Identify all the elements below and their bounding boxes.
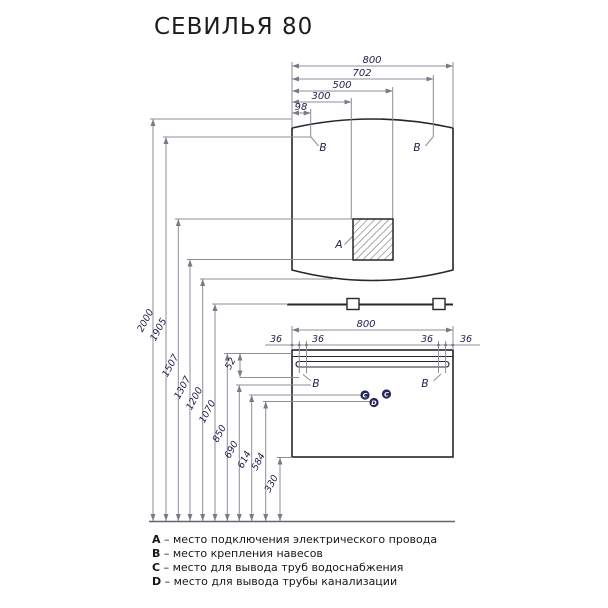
marker-c-right-label: C xyxy=(384,390,389,398)
mirror-outline xyxy=(291,118,454,282)
dim-36-3: 36 xyxy=(421,334,433,345)
dimension-lines xyxy=(150,62,480,521)
marker-b-mirror-right: B xyxy=(413,142,420,154)
legend-key-b: B xyxy=(152,547,161,560)
dim-36-1: 36 xyxy=(270,334,282,345)
marker-c-left-label: C xyxy=(363,391,368,399)
dim-36-2: 36 xyxy=(312,334,324,345)
legend-text-b: – место крепления навесов xyxy=(163,547,323,560)
dim-300: 300 xyxy=(311,91,330,102)
rail-bracket-left xyxy=(346,297,360,311)
legend-item-d: D – место для вывода трубы канализации xyxy=(152,575,437,589)
electrical-zone-hatch xyxy=(352,218,394,261)
dim-850: 850 xyxy=(211,423,229,444)
water-supply-marker-right xyxy=(381,389,392,399)
legend-text-c: – место для вывода труб водоснабжения xyxy=(163,561,404,574)
height-labels: 2000 1905 1507 1307 1200 1070 850 690 61… xyxy=(135,308,281,495)
pipe-markers: C D C xyxy=(360,389,392,408)
legend-item-b: B – место крепления навесов xyxy=(152,547,437,561)
legend-text-a: – место подключения электрического прово… xyxy=(164,533,438,546)
legend-item-a: A – место подключения электрического про… xyxy=(152,533,437,547)
marker-b-cabinet-right: B xyxy=(421,378,428,390)
dim-702: 702 xyxy=(352,68,371,79)
legend-key-a: A xyxy=(152,533,161,546)
point-marker-labels: A B B B B xyxy=(312,142,428,390)
legend-key-c: C xyxy=(152,561,161,574)
cabinet-dim-labels: 800 36 36 36 36 52 xyxy=(223,319,472,372)
dim-500: 500 xyxy=(332,80,351,91)
marker-d-label: D xyxy=(371,399,377,407)
cabinet-front-view xyxy=(291,349,454,458)
dim-52: 52 xyxy=(223,356,238,372)
mirror-width-labels: 800 702 500 300 98 xyxy=(295,55,382,113)
dim-690: 690 xyxy=(223,439,241,460)
legend-item-c: C – место для вывода труб водоснабжения xyxy=(152,561,437,575)
marker-b-cabinet-left: B xyxy=(312,378,319,390)
dim-800-cabinet: 800 xyxy=(356,319,375,330)
drain-marker xyxy=(369,397,379,408)
page-title: СЕВИЛЬЯ 80 xyxy=(154,14,314,40)
dim-98: 98 xyxy=(295,102,308,113)
mirror-front-view xyxy=(291,118,454,282)
legend-text-d: – место для вывода трубы канализации xyxy=(164,575,398,588)
water-supply-marker-left xyxy=(360,390,370,400)
rail-bracket-right xyxy=(432,297,446,311)
dim-36-4: 36 xyxy=(460,334,472,345)
legend: A – место подключения электрического про… xyxy=(152,533,437,589)
mounting-rail-view xyxy=(287,297,453,311)
dimension-arrow-dots xyxy=(290,343,455,347)
legend-key-d: D xyxy=(152,575,162,588)
marker-a-label: A xyxy=(334,239,342,251)
cabinet-handle-groove xyxy=(295,360,450,368)
dim-800-mirror: 800 xyxy=(362,55,381,66)
marker-b-mirror-left: B xyxy=(319,142,326,154)
